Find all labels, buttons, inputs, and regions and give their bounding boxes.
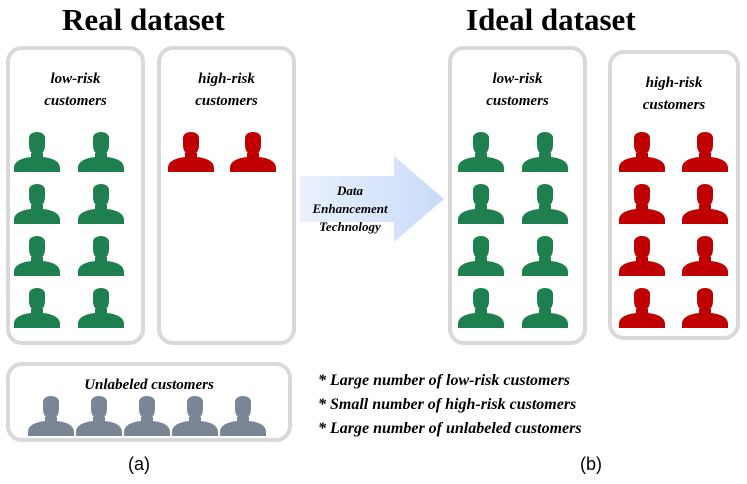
unlabeled-label: Unlabeled customers (84, 377, 214, 393)
real-dataset-title: Real dataset (62, 2, 225, 37)
caption-b: (b) (580, 454, 602, 474)
person-icon (680, 126, 730, 172)
real-high-risk-label-line2: customers (195, 93, 258, 109)
note-high-risk: * Small number of high-risk customers (318, 396, 577, 413)
person-icon (520, 126, 570, 172)
ideal-high-risk-label: high-risk customers (612, 72, 736, 116)
caption-a: (a) (128, 454, 150, 474)
person-icon (76, 282, 126, 328)
person-icon (456, 126, 506, 172)
person-icon (680, 178, 730, 224)
person-icon (520, 282, 570, 328)
person-icon (617, 282, 667, 328)
person-icon (680, 230, 730, 276)
ideal-high-risk-group: high-risk customers (608, 50, 740, 340)
note-unlabeled: * Large number of unlabeled customers (318, 420, 582, 437)
person-icon (456, 282, 506, 328)
ideal-dataset-title: Ideal dataset (466, 2, 636, 37)
person-icon (12, 282, 62, 328)
person-icon (218, 390, 268, 436)
person-icon (12, 230, 62, 276)
person-icon (74, 390, 124, 436)
person-icon (170, 390, 220, 436)
ideal-low-risk-group: low-risk customers (448, 46, 587, 345)
person-icon (520, 230, 570, 276)
person-icon (122, 390, 172, 436)
ideal-low-risk-label-line1: low-risk (492, 71, 543, 87)
note-low-risk: * Large number of low-risk customers (318, 372, 571, 389)
person-icon (680, 282, 730, 328)
arrow-label-line1: Data Enhancement (312, 183, 388, 216)
arrow-label: Data Enhancement Technology (298, 182, 402, 236)
person-icon (26, 390, 76, 436)
person-icon (520, 178, 570, 224)
ideal-low-risk-label: low-risk customers (452, 68, 583, 112)
person-icon (617, 178, 667, 224)
person-icon (617, 230, 667, 276)
person-icon (12, 126, 62, 172)
ideal-low-risk-label-line2: customers (486, 93, 549, 109)
real-low-risk-label-line1: low-risk (50, 71, 101, 87)
person-icon (76, 178, 126, 224)
arrow-label-line2: Technology (319, 219, 381, 234)
person-icon (228, 126, 278, 172)
person-icon (166, 126, 216, 172)
real-low-risk-label-line2: customers (44, 93, 107, 109)
data-enhancement-arrow (300, 156, 444, 242)
ideal-high-risk-label-line1: high-risk (645, 75, 703, 91)
real-low-risk-label: low-risk customers (10, 68, 141, 112)
ideal-high-risk-label-line2: customers (642, 97, 706, 113)
person-icon (456, 178, 506, 224)
person-icon (76, 126, 126, 172)
real-high-risk-label: high-risk customers (161, 68, 292, 112)
real-high-risk-group: high-risk customers (157, 46, 296, 345)
real-high-risk-label-line1: high-risk (198, 71, 255, 87)
person-icon (76, 230, 126, 276)
person-icon (617, 126, 667, 172)
person-icon (456, 230, 506, 276)
person-icon (12, 178, 62, 224)
